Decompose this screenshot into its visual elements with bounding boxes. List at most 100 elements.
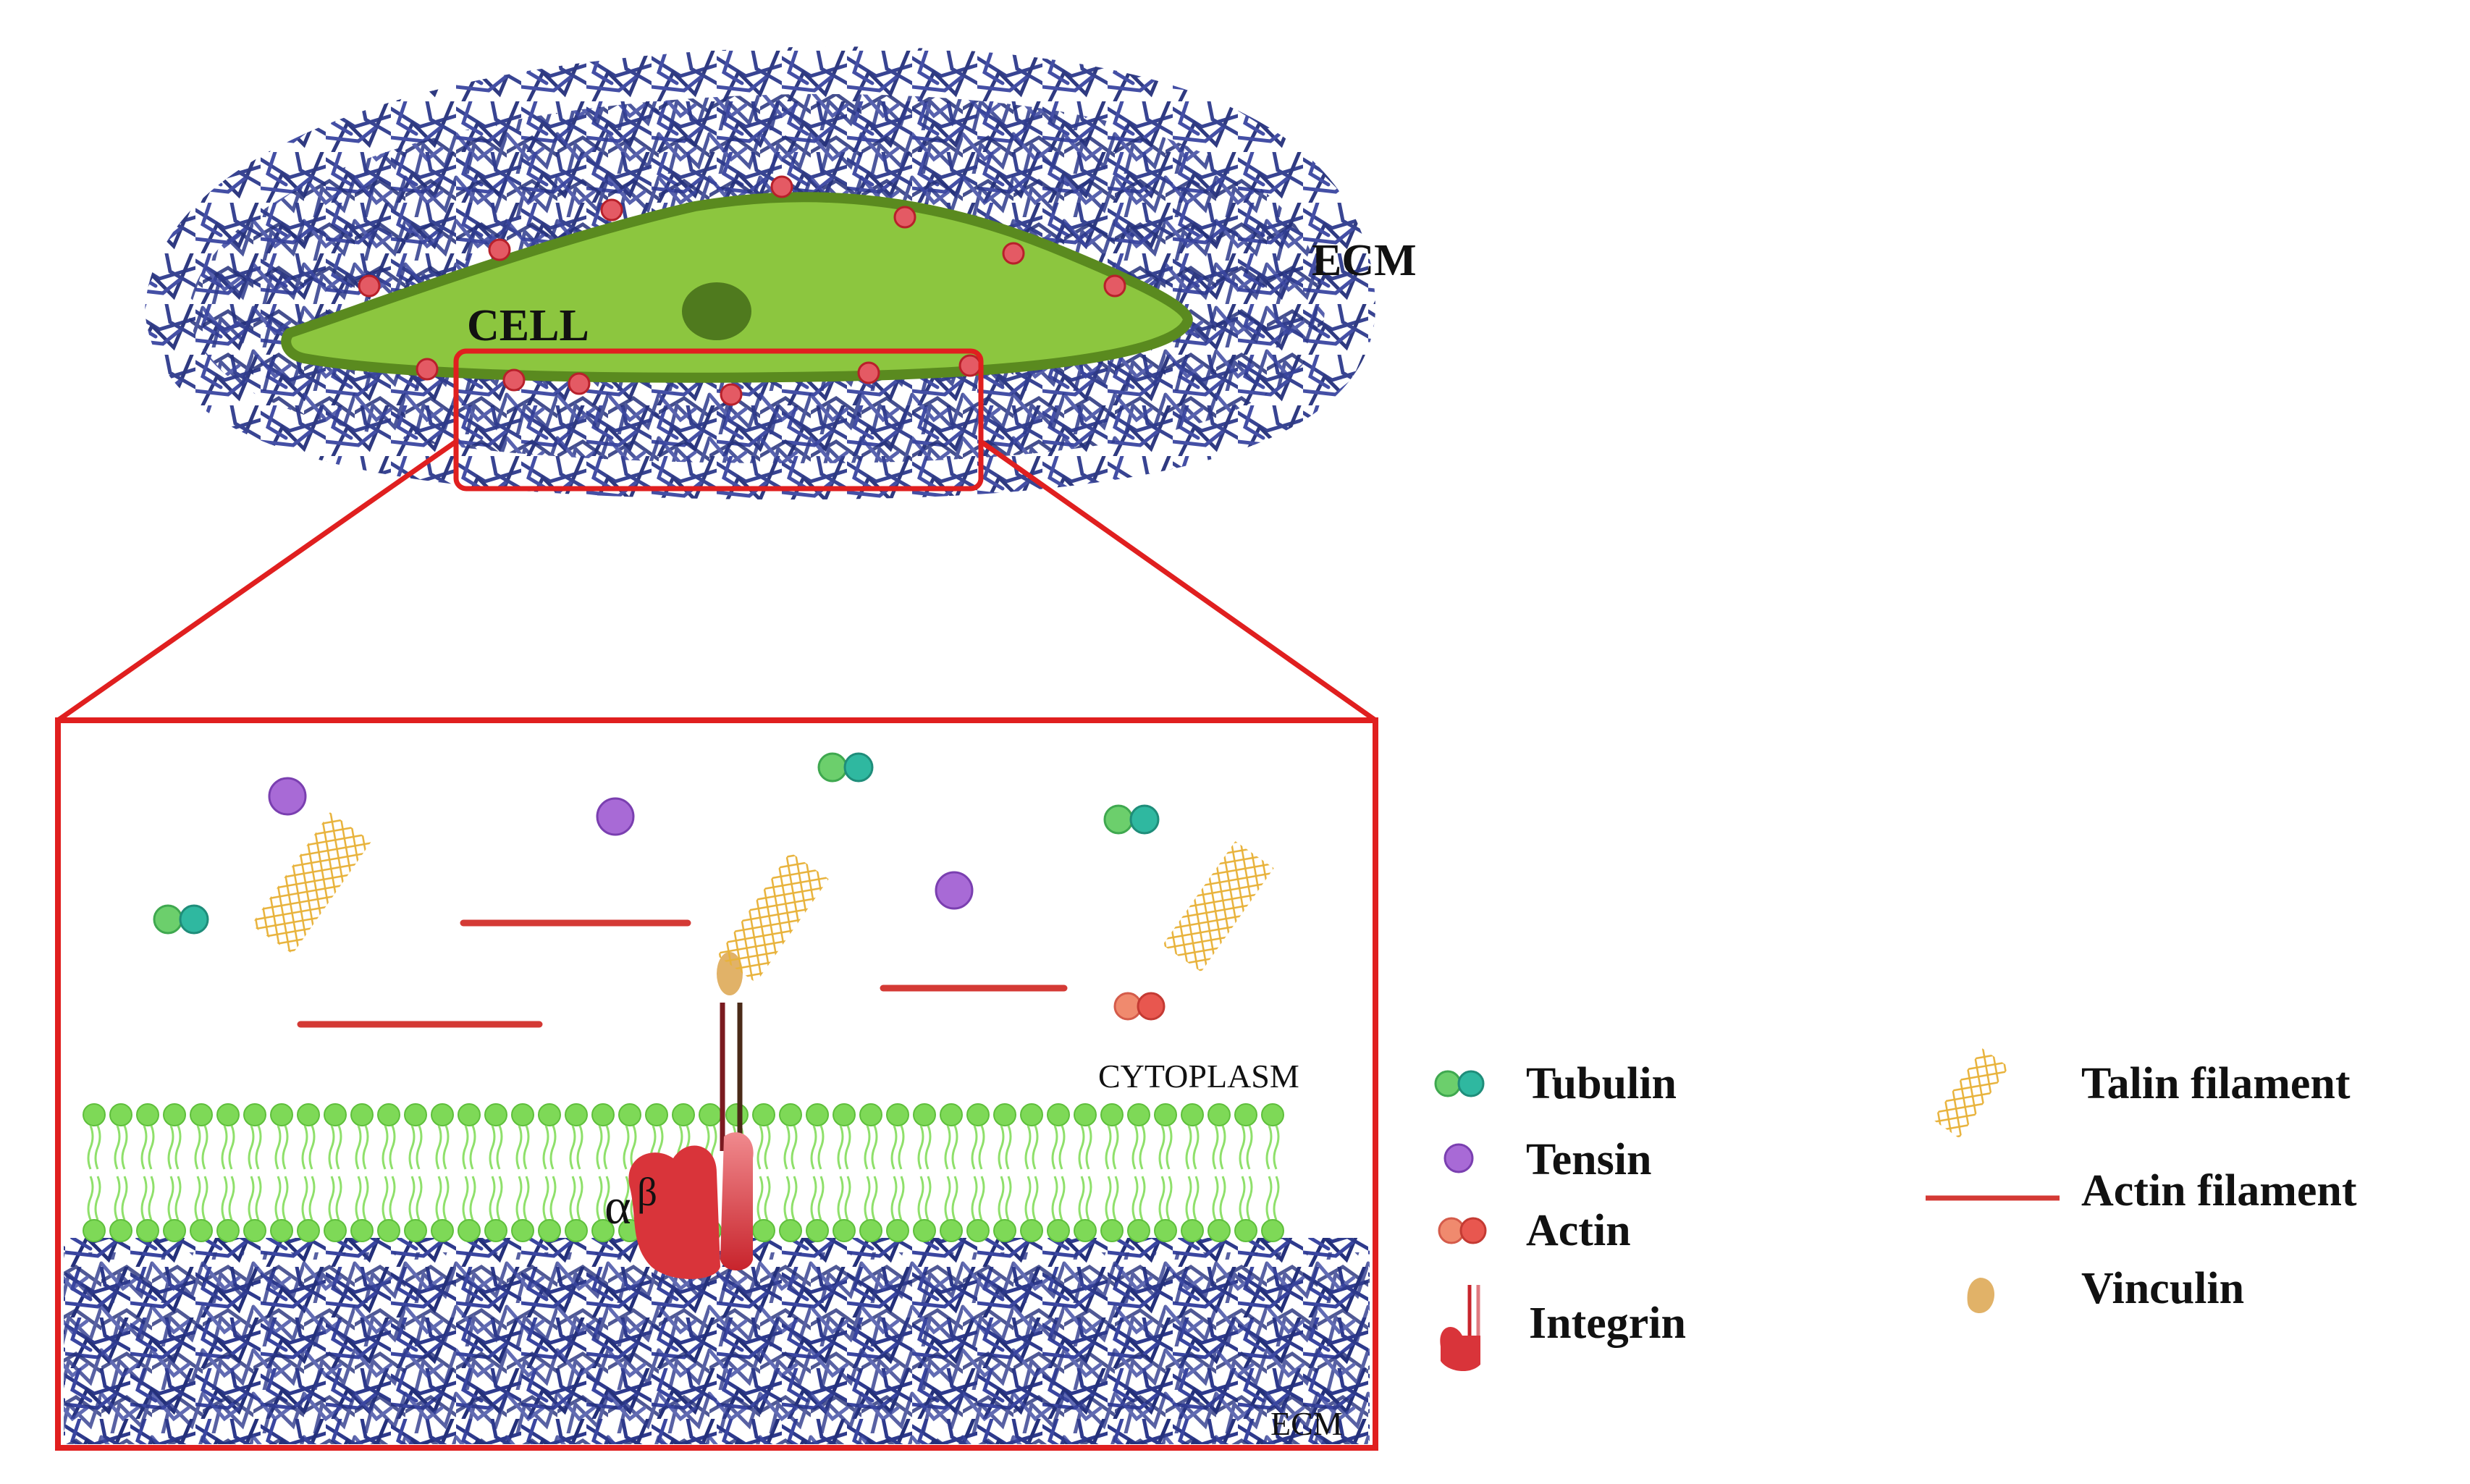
lipid-tail <box>1246 1125 1253 1170</box>
lipid-tail <box>944 1125 951 1170</box>
integrin-icon <box>1440 1285 1480 1372</box>
lipid-tail <box>515 1125 523 1170</box>
legend-label-talin-filament: Talin filament <box>2081 1059 2351 1108</box>
actin-dimer <box>1113 992 1166 1021</box>
legend-item-actin-filament: Actin filament <box>1926 1166 2357 1215</box>
lipid-tail <box>1131 1176 1139 1220</box>
tensin-icon <box>1443 1143 1474 1173</box>
lipid-head <box>565 1219 588 1242</box>
lipid-tail <box>389 1176 396 1220</box>
tensin-molecules <box>268 777 974 910</box>
lipid-tail <box>148 1125 155 1170</box>
lipid-head <box>324 1103 347 1126</box>
lipid-tail <box>630 1125 637 1170</box>
lipid-tail <box>1131 1125 1139 1170</box>
lipid-head <box>1074 1219 1097 1242</box>
lipid-head <box>404 1219 427 1242</box>
lipid-head <box>216 1219 240 1242</box>
lipid-tail <box>623 1125 630 1170</box>
lipid-tail <box>864 1125 871 1170</box>
lipid-tail <box>576 1125 583 1170</box>
lipid-tail <box>523 1176 530 1220</box>
lipid-tail <box>221 1176 228 1220</box>
lipid-tail <box>1158 1176 1166 1220</box>
lipid-tail <box>121 1176 128 1220</box>
lipid-head <box>1020 1103 1043 1126</box>
lipid-tail <box>435 1125 442 1170</box>
lipid-tail <box>362 1125 369 1170</box>
lipid-tail <box>462 1176 469 1220</box>
lipid-head <box>297 1103 320 1126</box>
lipid-head <box>779 1103 802 1126</box>
lipid-head <box>752 1103 775 1126</box>
lipid-tail <box>228 1125 235 1170</box>
lipid-tail <box>87 1176 94 1220</box>
lipid-tail <box>603 1125 610 1170</box>
lipid-tail <box>576 1176 583 1220</box>
lipid-head <box>377 1219 400 1242</box>
lipid-head <box>163 1103 186 1126</box>
lipid-head <box>1100 1219 1124 1242</box>
lipid-tail <box>569 1125 576 1170</box>
lipid-head <box>431 1219 454 1242</box>
lipid-head <box>806 1219 829 1242</box>
lipid-tail <box>1273 1125 1280 1170</box>
lipid-tail <box>201 1176 208 1220</box>
lipid-tail <box>140 1125 148 1170</box>
lipid-head <box>163 1219 186 1242</box>
lipid-tail <box>817 1125 825 1170</box>
lipid-tail <box>416 1125 423 1170</box>
legend-label-actin: Actin <box>1526 1206 1631 1255</box>
zoom-line-right <box>979 439 1378 722</box>
zoom-source-box <box>453 348 984 492</box>
lipid-head <box>484 1103 507 1126</box>
legend-label-tubulin: Tubulin <box>1526 1059 1677 1108</box>
lipid-tail <box>255 1176 262 1220</box>
cell-label: CELL <box>467 301 589 350</box>
lipid-tail <box>442 1176 450 1220</box>
lipid-head <box>190 1219 213 1242</box>
lipid-tail <box>951 1176 958 1220</box>
lipid-head <box>136 1219 159 1242</box>
lipid-tail <box>1005 1176 1012 1220</box>
lipid-tail <box>435 1176 442 1220</box>
lipid-tail <box>764 1125 771 1170</box>
actin-filaments <box>297 919 1068 1028</box>
lipid-tail <box>549 1125 557 1170</box>
lipid-tail <box>1024 1125 1032 1170</box>
lipid-head <box>350 1103 374 1126</box>
lipid-tail <box>871 1176 878 1220</box>
lipid-tail <box>416 1176 423 1220</box>
lipid-tail <box>542 1176 549 1220</box>
lipid-tail <box>515 1176 523 1220</box>
lipid-tail <box>1273 1176 1280 1220</box>
lipid-tail <box>549 1176 557 1220</box>
lipid-head <box>618 1103 641 1126</box>
talin-icon <box>1932 1048 2010 1139</box>
lipid-tail <box>998 1125 1005 1170</box>
lipid-tail <box>408 1125 416 1170</box>
lipid-tail <box>1212 1176 1219 1220</box>
cytoplasm-label: CYTOPLASM <box>1098 1058 1299 1095</box>
lipid-tail <box>978 1176 985 1220</box>
lipid-head <box>591 1219 615 1242</box>
lipid-head <box>1047 1219 1070 1242</box>
lipid-tail <box>140 1176 148 1220</box>
lipid-head <box>1100 1103 1124 1126</box>
lipid-head <box>1127 1219 1150 1242</box>
lipid-head <box>699 1103 722 1126</box>
lipid-tail <box>469 1176 476 1220</box>
lipid-head <box>1207 1103 1231 1126</box>
lipid-head <box>833 1103 856 1126</box>
lipid-head <box>324 1219 347 1242</box>
lipid-tail <box>810 1176 817 1220</box>
lipid-tail <box>308 1125 316 1170</box>
lipid-tail <box>167 1176 174 1220</box>
lipid-tail <box>890 1125 898 1170</box>
lipid-head <box>886 1219 909 1242</box>
lipid-tail <box>408 1176 416 1220</box>
lipid-tail <box>1085 1176 1092 1220</box>
lipid-tail <box>917 1125 924 1170</box>
lipid-tail <box>308 1176 316 1220</box>
